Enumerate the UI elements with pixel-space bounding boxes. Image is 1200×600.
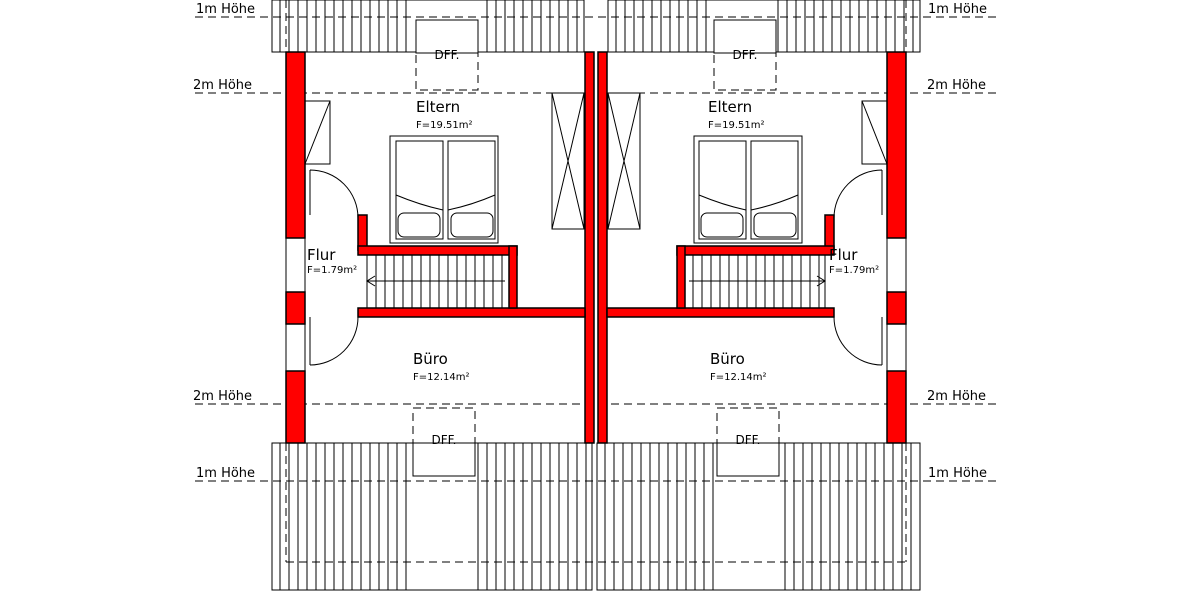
inner-wall-left (357, 214, 586, 318)
room-area-buero-left: F=12.14m² (413, 372, 470, 383)
room-name-flur-left: Flur (307, 246, 336, 264)
room-name-eltern-left: Eltern (416, 98, 460, 116)
height-label-2m-bottom-left: 2m Höhe (193, 389, 252, 404)
room-area-flur-left: F=1.79m² (307, 265, 357, 276)
door-eltern-right (833, 169, 883, 219)
roof-outline-dashed (285, 0, 907, 563)
height-label-1m-bottom-right: 1m Höhe (928, 466, 987, 481)
roof-window-label: DFF. (736, 433, 761, 447)
room-area-eltern-left: F=19.51m² (416, 120, 473, 131)
roof-bottom-hatching (271, 442, 921, 591)
door-eltern-left (309, 169, 359, 219)
height-label-1m-top-right: 1m Höhe (928, 2, 987, 17)
room-area-flur-right: F=1.79m² (829, 265, 879, 276)
roof-window-label: DFF. (733, 48, 758, 62)
height-label-1m-bottom-left: 1m Höhe (196, 466, 255, 481)
roof-window-bottom-right: DFF. (716, 407, 780, 477)
roof-window-label: DFF. (435, 48, 460, 62)
double-bed-left (389, 135, 499, 244)
room-name-buero-left: Büro (413, 350, 448, 368)
roof-window-top-left: DFF. (415, 19, 479, 91)
staircase-right (684, 254, 826, 309)
door-buero-left (309, 316, 359, 366)
roof-window-label: DFF. (432, 433, 457, 447)
roof-top-hatching (271, 0, 921, 53)
party-wall (584, 51, 608, 444)
room-name-eltern-right: Eltern (708, 98, 752, 116)
height-label-2m-bottom-right: 2m Höhe (927, 389, 986, 404)
room-name-flur-right: Flur (829, 246, 858, 264)
door-buero-right (833, 316, 883, 366)
outer-walls (285, 51, 907, 444)
room-area-buero-right: F=12.14m² (710, 372, 767, 383)
wardrobe-left (551, 92, 585, 230)
side-cabinet-right (861, 100, 888, 165)
height-label-1m-top-left: 1m Höhe (196, 2, 255, 17)
room-name-buero-right: Büro (710, 350, 745, 368)
roof-window-top-right: DFF. (713, 19, 777, 91)
height-label-2m-top-left: 2m Höhe (193, 78, 252, 93)
side-windows (285, 238, 907, 371)
wardrobe-right (607, 92, 641, 230)
room-area-eltern-right: F=19.51m² (708, 120, 765, 131)
height-label-2m-top-right: 2m Höhe (927, 78, 986, 93)
staircase-left (366, 254, 510, 309)
double-bed-right (693, 135, 803, 244)
side-cabinet-left (304, 100, 331, 165)
roof-window-bottom-left: DFF. (412, 407, 476, 477)
